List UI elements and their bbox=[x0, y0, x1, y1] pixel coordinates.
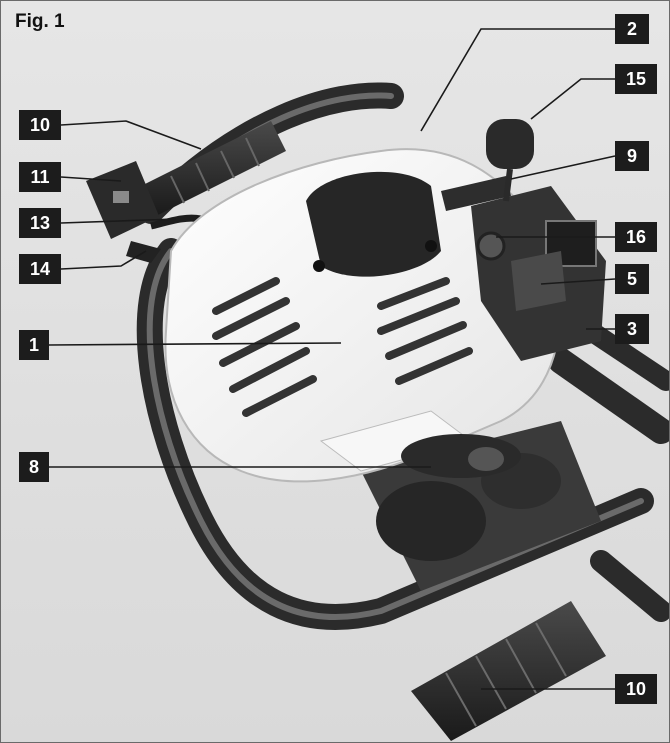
leader-2 bbox=[420, 28, 615, 132]
leader-11 bbox=[60, 176, 122, 182]
primer-bulb bbox=[476, 231, 506, 261]
callout-10-upper: 10 bbox=[19, 110, 61, 140]
choke-lever bbox=[441, 176, 511, 211]
leader-15 bbox=[530, 78, 615, 120]
recoil-starter bbox=[306, 171, 441, 277]
callout-1: 1 bbox=[19, 330, 49, 360]
callout-11: 11 bbox=[19, 162, 61, 192]
frame bbox=[136, 82, 669, 630]
lower-handle-grip bbox=[411, 601, 606, 741]
leader-14 bbox=[60, 250, 147, 270]
callout-14: 14 bbox=[19, 254, 61, 284]
air-filter bbox=[511, 251, 566, 311]
callout-3: 3 bbox=[615, 314, 649, 344]
callout-9: 9 bbox=[615, 141, 649, 171]
callout-15: 15 bbox=[615, 64, 657, 94]
upper-handle-grip bbox=[141, 121, 286, 216]
leader-5 bbox=[540, 278, 616, 285]
callout-2: 2 bbox=[615, 14, 649, 44]
gearbox-collar bbox=[401, 434, 521, 478]
callout-13: 13 bbox=[19, 208, 61, 238]
callout-8: 8 bbox=[19, 452, 49, 482]
figure-title: Fig. 1 bbox=[15, 11, 65, 32]
callout-5: 5 bbox=[615, 264, 649, 294]
leader-lines bbox=[48, 28, 616, 690]
callout-16: 16 bbox=[615, 222, 657, 252]
engine-cover bbox=[164, 148, 563, 483]
leader-1 bbox=[48, 342, 342, 346]
throttle-switch-housing bbox=[86, 161, 159, 239]
leader-13 bbox=[60, 218, 177, 224]
fuel-cap bbox=[486, 119, 534, 202]
leader-10-upper bbox=[60, 120, 202, 150]
callout-10-lower: 10 bbox=[615, 674, 657, 704]
leader-9 bbox=[510, 155, 616, 180]
